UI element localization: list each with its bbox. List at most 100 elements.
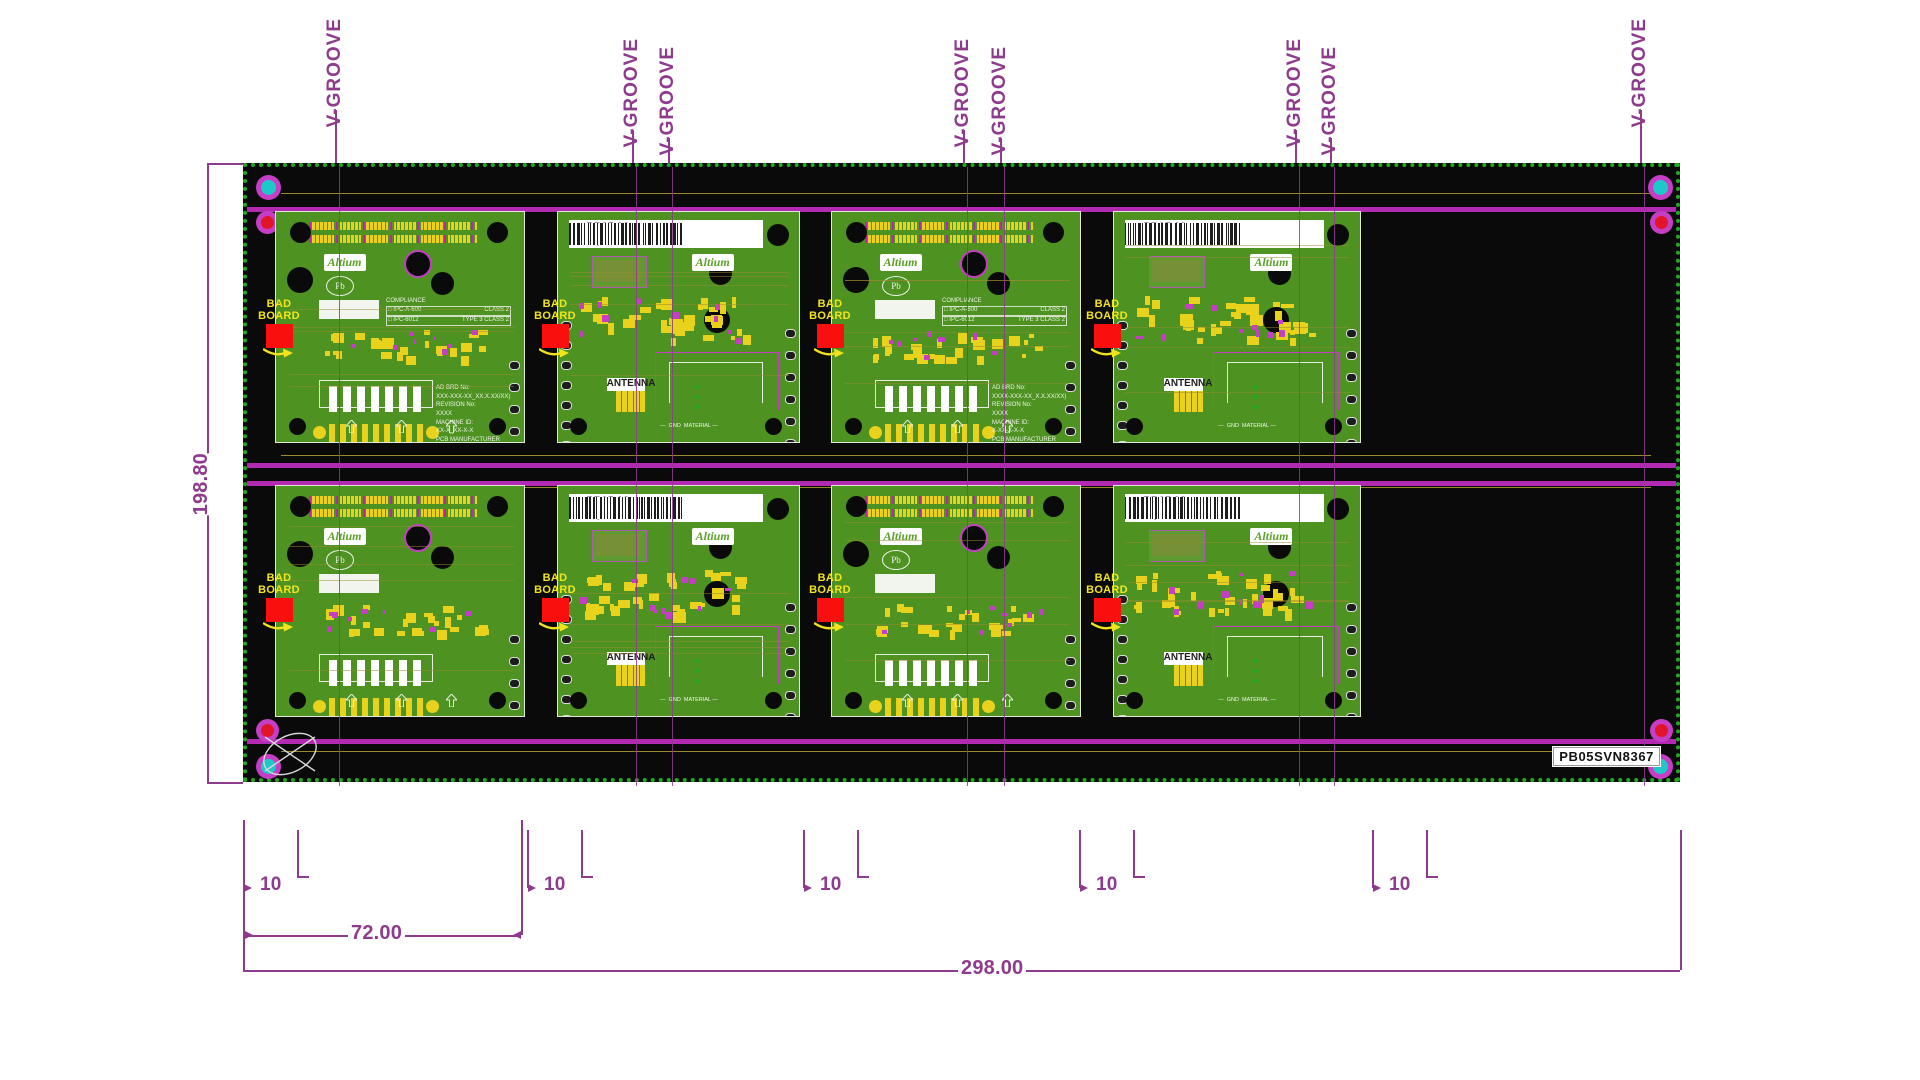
orientation-arrow-icon <box>394 419 409 434</box>
smd-pad <box>636 573 647 584</box>
connector-finger <box>308 496 312 504</box>
connector-finger-row <box>308 496 479 504</box>
connector-finger <box>323 235 327 243</box>
gap-extension-a <box>1079 830 1081 888</box>
connector-finger <box>968 509 972 517</box>
routing-trace <box>570 271 789 273</box>
pb-free-marking: Pb <box>882 276 910 296</box>
compliance-code: □ IPC-A-600 <box>388 307 422 313</box>
sd-contact-finger <box>384 386 393 412</box>
sd-solder-pad <box>895 424 902 442</box>
smd-pad <box>609 603 615 611</box>
via-pad <box>1306 601 1313 610</box>
routing-trace <box>1126 542 1350 544</box>
connector-finger <box>316 222 319 230</box>
product-label: PB05.02Bluetooth-WiFi RadioDaughter Boar… <box>1125 494 1324 522</box>
connector-finger <box>354 222 358 230</box>
connector-finger <box>930 222 933 230</box>
bad-board-red-square <box>265 598 293 623</box>
via-pad <box>1279 329 1285 337</box>
anchor-pad <box>982 426 995 439</box>
connector-finger <box>949 509 953 517</box>
routing-trace <box>288 670 514 672</box>
pcb-board-r2c2: PB05.02Bluetooth-WiFi RadioDaughter Boar… <box>557 485 800 717</box>
smd-pad <box>876 628 884 636</box>
smd-pad <box>1246 336 1259 346</box>
test-point <box>510 428 519 435</box>
via-pad <box>714 316 718 323</box>
connector-finger <box>1011 496 1015 504</box>
connector-finger <box>323 509 327 517</box>
castellation-pad <box>1347 692 1356 699</box>
smd-pad <box>973 340 985 350</box>
via-pad <box>1253 601 1262 608</box>
connector-finger <box>872 496 875 504</box>
gap-extension-a <box>803 830 805 888</box>
bad-board-label-line2: BOARD <box>534 309 576 322</box>
smd-pad <box>587 576 600 587</box>
connector-finger <box>864 509 868 517</box>
test-point <box>510 636 519 643</box>
via-pad <box>888 340 893 345</box>
connector-finger <box>335 235 339 243</box>
connector-finger <box>992 222 995 230</box>
smd-pad <box>397 352 403 362</box>
smd-pad <box>590 603 599 616</box>
via-pad <box>579 597 587 605</box>
castellation-pad <box>1347 418 1356 425</box>
altium-logo: Altium <box>691 528 734 545</box>
connector-finger <box>428 222 431 230</box>
antenna-feed-pad <box>628 664 634 686</box>
connector-finger <box>331 235 335 243</box>
smd-pad <box>991 626 1002 638</box>
sd-contact-finger <box>356 386 365 412</box>
smd-pad <box>598 300 607 307</box>
sd-solder-pad <box>383 698 390 716</box>
via-pad <box>1277 319 1284 324</box>
connector-finger <box>910 496 914 504</box>
smd-pad <box>444 617 452 628</box>
connector-finger-row <box>864 222 1035 230</box>
routing-trace <box>1126 601 1350 603</box>
connector-finger <box>474 222 478 230</box>
connector-finger <box>327 509 331 517</box>
smd-pad <box>1289 337 1296 347</box>
ground-via-group <box>694 658 708 689</box>
via-pad <box>441 348 449 356</box>
connector-finger <box>868 509 872 517</box>
smd-pad <box>904 606 910 611</box>
connector-finger <box>988 235 991 243</box>
connector-finger <box>910 222 914 230</box>
connector-finger <box>420 235 424 243</box>
sd-solder-pad <box>361 424 368 442</box>
connector-finger <box>455 496 459 504</box>
smd-pad <box>351 628 361 636</box>
sd-contact-finger <box>968 386 977 412</box>
castellation-pad <box>1118 636 1127 643</box>
test-point <box>510 658 519 665</box>
gap-tick-b <box>581 876 593 878</box>
connector-finger <box>358 235 362 243</box>
smd-pad <box>424 612 433 617</box>
connector-finger <box>1026 509 1030 517</box>
routing-trace <box>844 346 1070 348</box>
connector-finger <box>366 496 370 504</box>
connector-finger <box>378 222 381 230</box>
connector-finger <box>335 222 339 230</box>
connector-finger <box>439 222 443 230</box>
routing-trace <box>288 386 514 387</box>
connector-finger <box>474 235 478 243</box>
connector-finger <box>1011 509 1015 517</box>
connector-finger <box>895 509 899 517</box>
connector-finger <box>957 222 960 230</box>
smd-pad <box>1212 326 1222 335</box>
orientation-arrow-icon <box>900 693 915 708</box>
smd-pad <box>396 630 405 637</box>
gap-extension-a <box>1372 830 1374 888</box>
connector-finger <box>976 222 980 230</box>
connector-finger <box>436 509 439 517</box>
sd-contact-finger <box>884 660 893 686</box>
castellation-pad <box>786 440 795 442</box>
